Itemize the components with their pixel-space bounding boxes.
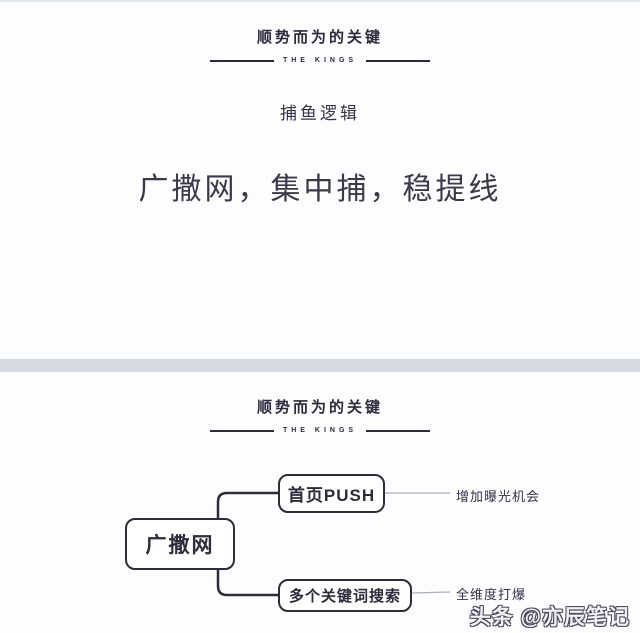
slide-1: 顺势而为的关键 THE KINGS 捕鱼逻辑 广撒网，集中捕，稳提线 <box>0 0 640 206</box>
slide1-header-subtitle-en: THE KINGS <box>282 57 358 64</box>
slide1-header-title: 顺势而为的关键 <box>256 29 383 46</box>
mindmap-root-node: 广撒网 <box>125 518 235 570</box>
slide-separator <box>0 359 640 372</box>
watermark-toutiao: 头条 @亦辰笔记 <box>469 606 630 629</box>
mindmap-note-exposure: 增加曝光机会 <box>456 489 541 504</box>
slide1-header-divider: THE KINGS <box>0 57 640 65</box>
mindmap-branch-node-push: 首页PUSH <box>278 474 385 513</box>
slide2-header-subtitle-en: THE KINGS <box>282 427 358 434</box>
mindmap-connector-lines <box>216 491 451 597</box>
slide2-header-title: 顺势而为的关键 <box>256 399 383 416</box>
mindmap: 广撒网 首页PUSH 多个关键词搜索 增加曝光机会 全维度打爆 <box>0 372 640 633</box>
divider-line-left <box>209 60 274 62</box>
slide2-header-divider: THE KINGS <box>0 427 640 435</box>
slide-2: 顺势而为的关键 THE KINGS 广撒网 首页PUSH 多个关键词搜索 增加曝… <box>0 372 640 633</box>
divider-line-right <box>366 430 431 432</box>
divider-line-right <box>366 60 431 62</box>
slide1-header: 顺势而为的关键 THE KINGS <box>0 2 640 65</box>
mindmap-branch-node-keywords: 多个关键词搜索 <box>278 579 412 612</box>
slide1-topic: 捕鱼逻辑 <box>280 104 360 123</box>
slide2-header: 顺势而为的关键 THE KINGS <box>0 372 640 435</box>
mindmap-note-full-dimension: 全维度打爆 <box>456 587 527 602</box>
divider-line-left <box>209 430 274 432</box>
slide1-main-title: 广撒网，集中捕，稳提线 <box>138 173 502 206</box>
